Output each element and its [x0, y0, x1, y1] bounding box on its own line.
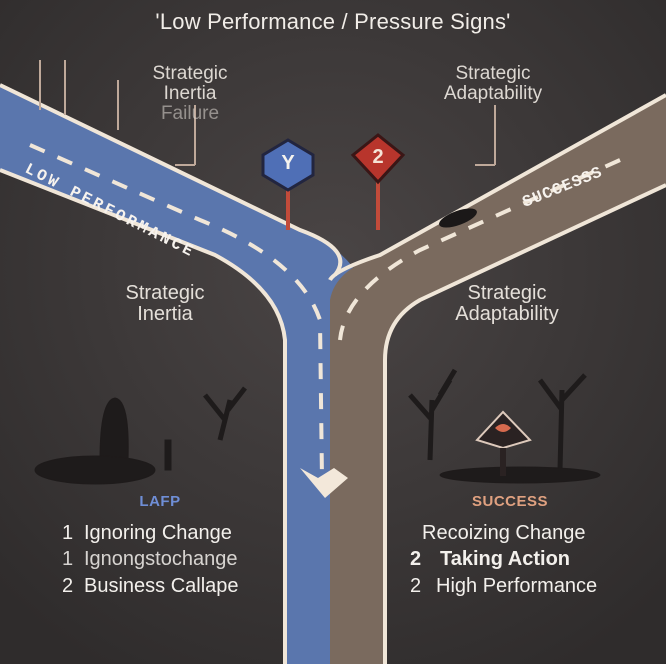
right-item-2-text: Taking Action: [440, 548, 570, 570]
right-item-2-num: 2: [410, 548, 422, 570]
down-arrow: [300, 468, 348, 498]
left-top-label-line1: Strategic: [152, 63, 228, 84]
dead-tree-right: [408, 368, 601, 484]
right-item-3-num: 2: [410, 575, 422, 597]
left-top-label-line3: Failure: [160, 102, 220, 124]
page-title: 'Low Performance / Pressure Signs': [155, 9, 511, 34]
right-item-1-text: Recoizing Change: [422, 522, 586, 544]
right-item-3: 2 High Performance: [410, 576, 597, 597]
left-item-3: 2 Business Callape: [62, 576, 239, 597]
right-item-1: Recoizing Change: [410, 523, 585, 544]
right-top-label-line1: Strategic: [455, 63, 531, 84]
left-item-1: 1 Ignoring Change: [62, 523, 232, 544]
left-item-1-text: Ignoring Change: [84, 522, 232, 544]
left-top-label: Strategic Inertia Failure: [130, 64, 250, 124]
right-outcome-label: SUCCESS: [471, 493, 549, 510]
left-item-2: 1 Ignongstochange: [62, 549, 237, 570]
warning-sign-right: [475, 410, 532, 476]
left-mid-label: Strategic Inertia: [100, 283, 230, 325]
sign-post-right: [376, 168, 380, 230]
left-top-label-line2: Inertia: [163, 82, 217, 104]
left-item-3-text: Business Callape: [84, 575, 239, 597]
left-mid-label-line1: Strategic: [125, 282, 205, 304]
right-mid-label-line1: Strategic: [467, 282, 547, 304]
right-mid-label: Strategic Adaptability: [432, 283, 582, 325]
left-outcome-label: LAFP: [139, 493, 181, 510]
right-sign-text: 2: [372, 146, 384, 168]
right-item-2: 2 Taking Action: [410, 549, 570, 570]
left-sign-text: Y: [281, 152, 295, 174]
right-item-3-text: High Performance: [436, 575, 598, 597]
right-top-label: Strategic Adaptability: [418, 64, 568, 104]
right-mid-label-line2: Adaptability: [455, 303, 559, 325]
left-item-3-num: 2: [62, 575, 74, 597]
left-item-2-text: Ignongstochange: [84, 548, 238, 570]
left-sign-shape: [261, 138, 315, 192]
dead-tree-left: [34, 386, 247, 485]
left-item-2-num: 1: [62, 548, 74, 570]
left-item-1-num: 1: [62, 522, 74, 544]
sign-post-left: [286, 168, 290, 230]
right-sign-shape: [350, 133, 406, 185]
left-mid-label-line2: Inertia: [137, 303, 193, 325]
right-top-label-line2: Adaptability: [443, 82, 543, 104]
